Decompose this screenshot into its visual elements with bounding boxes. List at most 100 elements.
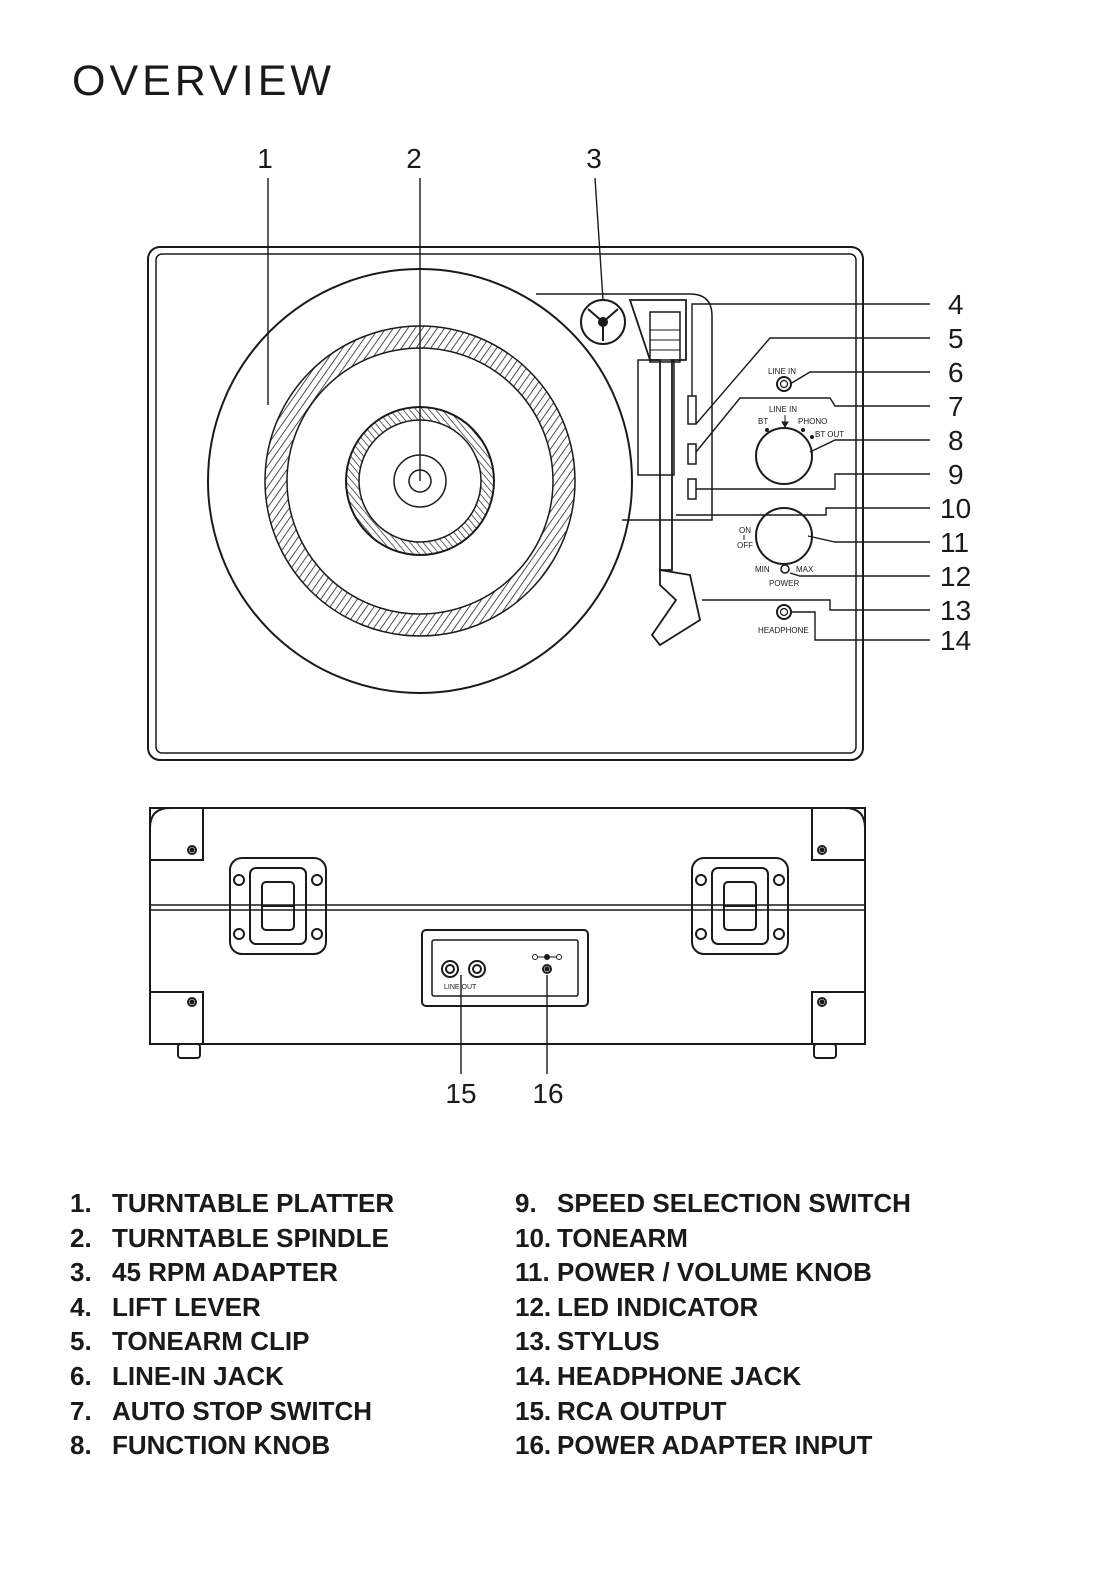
rca-output-left (441, 960, 459, 978)
callout-6: 6 (948, 357, 964, 388)
power-volume-knob (755, 507, 813, 565)
part-number: 5. (70, 1326, 92, 1357)
io-panel (421, 929, 589, 1007)
list-item: 1. TURNTABLE PLATTER (70, 1186, 394, 1221)
leader-lines (267, 177, 930, 641)
label-min: MIN (755, 565, 770, 574)
list-item: 16.POWER ADAPTER INPUT (515, 1428, 911, 1463)
part-number: 3. (70, 1257, 92, 1288)
callout-11: 11 (940, 527, 969, 558)
lift-lever (687, 395, 697, 425)
top-case-inner (155, 253, 857, 754)
label-line-out: LINE OUT (444, 984, 477, 991)
part-number: 7. (70, 1395, 92, 1426)
list-item: 4. LIFT LEVER (70, 1290, 394, 1325)
list-item: 2. TURNTABLE SPINDLE (70, 1221, 394, 1256)
foot-left (177, 1043, 201, 1059)
part-number: 11. (515, 1257, 550, 1288)
part-label: TURNTABLE SPINDLE (112, 1222, 389, 1253)
front-case (149, 807, 866, 1045)
power-adapter-input (542, 964, 552, 974)
page-title: OVERVIEW (72, 57, 335, 105)
callout-9: 9 (948, 459, 964, 490)
part-label: FUNCTION KNOB (112, 1430, 331, 1461)
turntable-front-view (149, 807, 866, 1074)
part-label: SPEED SELECTION SWITCH (557, 1188, 911, 1218)
label-power: POWER (769, 579, 799, 588)
line-in-jack (776, 376, 792, 392)
label-function-line-in: LINE IN (769, 405, 797, 414)
part-label: LIFT LEVER (112, 1291, 261, 1322)
list-item: 13.STYLUS (515, 1324, 911, 1359)
tonearm-counterweight (649, 311, 681, 363)
list-item: 7. AUTO STOP SWITCH (70, 1394, 394, 1429)
callout-1: 1 (257, 143, 273, 174)
list-item: 14.HEADPHONE JACK (515, 1359, 911, 1394)
part-label: POWER / VOLUME KNOB (557, 1257, 872, 1288)
callout-12: 12 (940, 561, 971, 592)
callout-4: 4 (948, 289, 964, 320)
led-indicator (780, 564, 790, 574)
part-number: 2. (70, 1222, 92, 1253)
turntable-top-view (147, 177, 930, 761)
callout-13: 13 (940, 595, 971, 626)
tonearm-base-plate (536, 293, 713, 521)
part-label: TURNTABLE PLATTER (112, 1188, 395, 1218)
part-label: HEADPHONE JACK (557, 1360, 802, 1391)
callout-16: 16 (532, 1078, 563, 1109)
rca-output-right (468, 960, 486, 978)
part-number: 8. (70, 1430, 92, 1461)
part-number: 15. (515, 1395, 552, 1426)
label-line-in: LINE IN (768, 367, 796, 376)
callout-14: 14 (940, 625, 971, 656)
callout-7: 7 (948, 391, 964, 422)
part-label: TONEARM CLIP (112, 1326, 310, 1357)
part-label: 45 RPM ADAPTER (112, 1257, 338, 1288)
callout-15: 15 (445, 1078, 476, 1109)
list-item: 10.TONEARM (515, 1221, 911, 1256)
function-knob (755, 427, 813, 485)
label-on: ON (739, 526, 751, 535)
list-item: 15.RCA OUTPUT (515, 1394, 911, 1429)
label-bt-out: BT OUT (815, 430, 844, 439)
list-item: 8. FUNCTION KNOB (70, 1428, 394, 1463)
list-item: 3. 45 RPM ADAPTER (70, 1255, 394, 1290)
parts-list-right: 9.SPEED SELECTION SWITCH 10.TONEARM 11.P… (515, 1186, 911, 1463)
part-label: STYLUS (557, 1326, 660, 1357)
callout-5: 5 (948, 323, 964, 354)
callout-3: 3 (586, 143, 602, 174)
label-max: MAX (796, 565, 814, 574)
part-label: LINE-IN JACK (112, 1360, 284, 1391)
part-number: 9. (515, 1188, 537, 1218)
list-item: 5. TONEARM CLIP (70, 1324, 394, 1359)
part-label: TONEARM (557, 1222, 688, 1253)
part-number: 13. (515, 1326, 552, 1357)
label-off: OFF (737, 541, 753, 550)
part-number: 16. (515, 1430, 552, 1461)
stylus-head (650, 568, 702, 647)
part-number: 14. (515, 1360, 552, 1391)
callout-8: 8 (948, 425, 964, 456)
callout-2: 2 (406, 143, 422, 174)
function-selector-marks (743, 415, 814, 540)
label-headphone: HEADPHONE (758, 626, 809, 635)
list-item: 6.LINE-IN JACK (70, 1359, 394, 1394)
part-number: 12. (515, 1291, 552, 1322)
headphone-jack (776, 604, 792, 620)
part-number: 4. (70, 1291, 92, 1322)
label-phono: PHONO (798, 417, 827, 426)
latch-right (691, 857, 789, 955)
part-number: 1. (70, 1188, 92, 1218)
foot-right (813, 1043, 837, 1059)
parts-list-left: 1.TURNTABLE PLATTER 2.TURNTABLE SPINDLE … (70, 1186, 394, 1463)
label-bt: BT (758, 417, 768, 426)
polarity-symbol (532, 954, 562, 960)
part-label: POWER ADAPTER INPUT (557, 1430, 873, 1461)
part-label: AUTO STOP SWITCH (112, 1395, 373, 1426)
part-label: LED INDICATOR (557, 1291, 759, 1322)
part-number: 10. (515, 1222, 552, 1253)
callout-10: 10 (940, 493, 971, 524)
list-item: 9. SPEED SELECTION SWITCH (515, 1186, 911, 1221)
tonearm-rest (637, 359, 675, 476)
